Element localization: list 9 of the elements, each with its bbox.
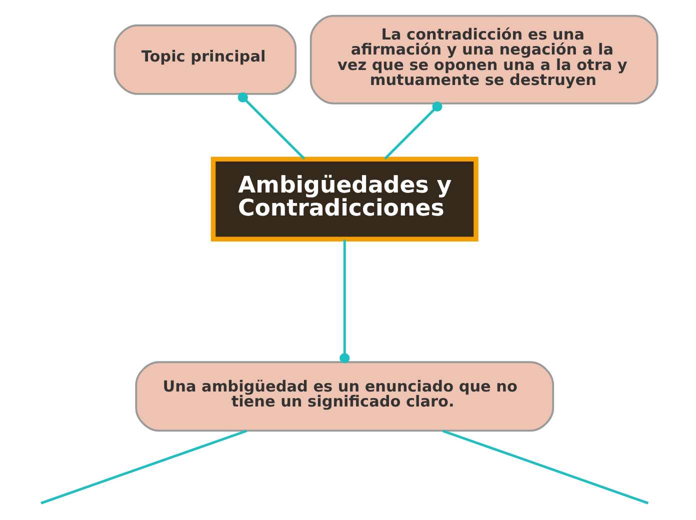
connector: [237, 92, 305, 160]
connector: [339, 240, 350, 364]
connector: [40, 430, 247, 504]
node-box: Ambigüedades y Contradicciones: [210, 156, 478, 242]
node-box: Una ambigüedad es un enunciado que no tiene un significado claro.: [134, 361, 554, 432]
node-box: La contradicción es una afirmación y una negación a la vez que se oponen una a la otra y mutuamente se destruyen: [309, 14, 658, 104]
node-box: Topic principal: [113, 24, 296, 95]
connector: [384, 101, 442, 160]
connector: [442, 430, 648, 504]
